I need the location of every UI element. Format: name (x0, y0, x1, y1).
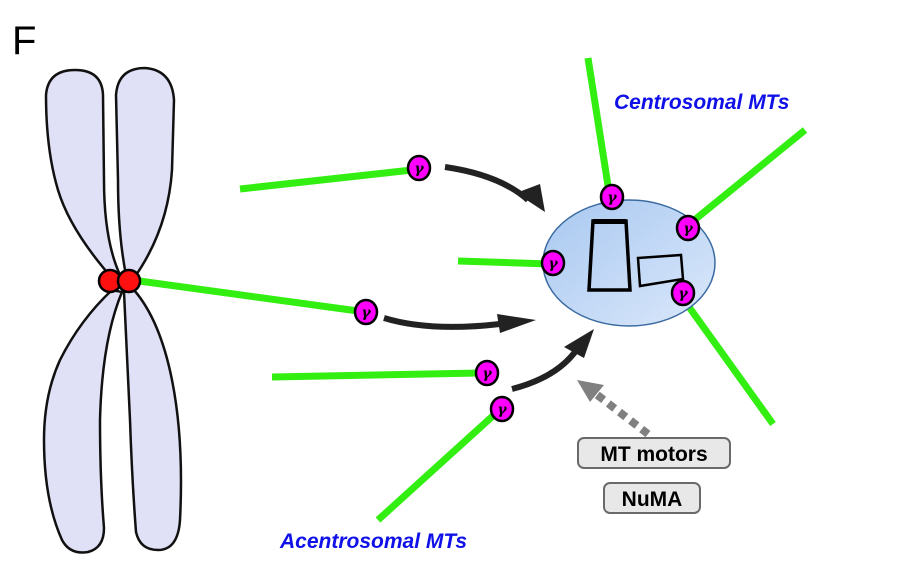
chromatid-lower-right (122, 288, 183, 552)
panel-letter: F (12, 19, 36, 63)
centrosomal-microtubule-left (457, 257, 551, 268)
gamma-symbol: γ (361, 305, 371, 321)
kinetochore-right (116, 268, 142, 294)
chromatid-upper-right (114, 66, 176, 280)
dashed-arrow-shaft (593, 390, 651, 438)
acentrosomal-mts-label: Acentrosomal MTs (279, 530, 467, 553)
gamma-marker-kinetochore-mt: γ (353, 298, 379, 326)
gamma-symbol: γ (548, 256, 558, 272)
arrow-head-bottom (564, 329, 594, 358)
gamma-symbol: γ (607, 190, 617, 206)
dashed-arrow-icon (577, 380, 651, 438)
chromosome-icon (42, 66, 183, 554)
acentrosomal-microtubule-3 (375, 411, 498, 523)
gamma-symbol: γ (414, 161, 424, 177)
chromatid-upper-left (44, 68, 122, 280)
gamma-symbol: γ (678, 286, 688, 302)
gamma-marker-acentro-3: γ (489, 395, 515, 423)
arrow-shaft-bottom (511, 350, 578, 392)
acentrosomal-microtubule-1 (239, 166, 413, 193)
centrosomal-microtubule-upper-right (689, 127, 808, 225)
numa-box: NuMA (603, 482, 701, 514)
gamma-symbol: γ (482, 366, 492, 382)
arrow-head-middle (497, 314, 536, 333)
gamma-marker-centro-top: γ (599, 183, 625, 211)
mt-motors-box: MT motors (577, 437, 731, 469)
mt-motors-label: MT motors (600, 443, 707, 466)
kinetochore-microtubule (131, 276, 359, 315)
acentrosomal-microtubule-2 (271, 369, 481, 381)
curved-arrow-icon (383, 164, 594, 392)
centrosomal-mts-label: Centrosomal MTs (614, 91, 789, 114)
arrow-head-top (516, 184, 545, 212)
centriole-cap (593, 219, 626, 224)
gamma-marker-centro-left: γ (540, 249, 566, 277)
centrosomal-microtubule-lower-right (681, 297, 776, 427)
gamma-symbol: γ (497, 402, 507, 418)
kinetochore-icon (97, 268, 142, 294)
numa-label: NuMA (622, 488, 683, 511)
gamma-marker-centro-right: γ (675, 214, 701, 242)
arrow-shaft-top (444, 164, 530, 203)
centrosomal-microtubule-top (584, 57, 613, 193)
centriole-icon (636, 253, 685, 288)
gamma-marker-acentro-1: γ (406, 154, 432, 182)
gamma-marker-acentro-2: γ (474, 359, 500, 387)
arrow-shaft-middle (383, 315, 501, 330)
dashed-arrow-head (577, 380, 604, 402)
gamma-tubulin-icon: γ γ γ γ γ γ γ γ (353, 154, 701, 423)
gamma-symbol: γ (683, 221, 693, 237)
gamma-marker-centro-lower-right: γ (670, 279, 696, 307)
chromatid-lower-left (42, 288, 124, 554)
